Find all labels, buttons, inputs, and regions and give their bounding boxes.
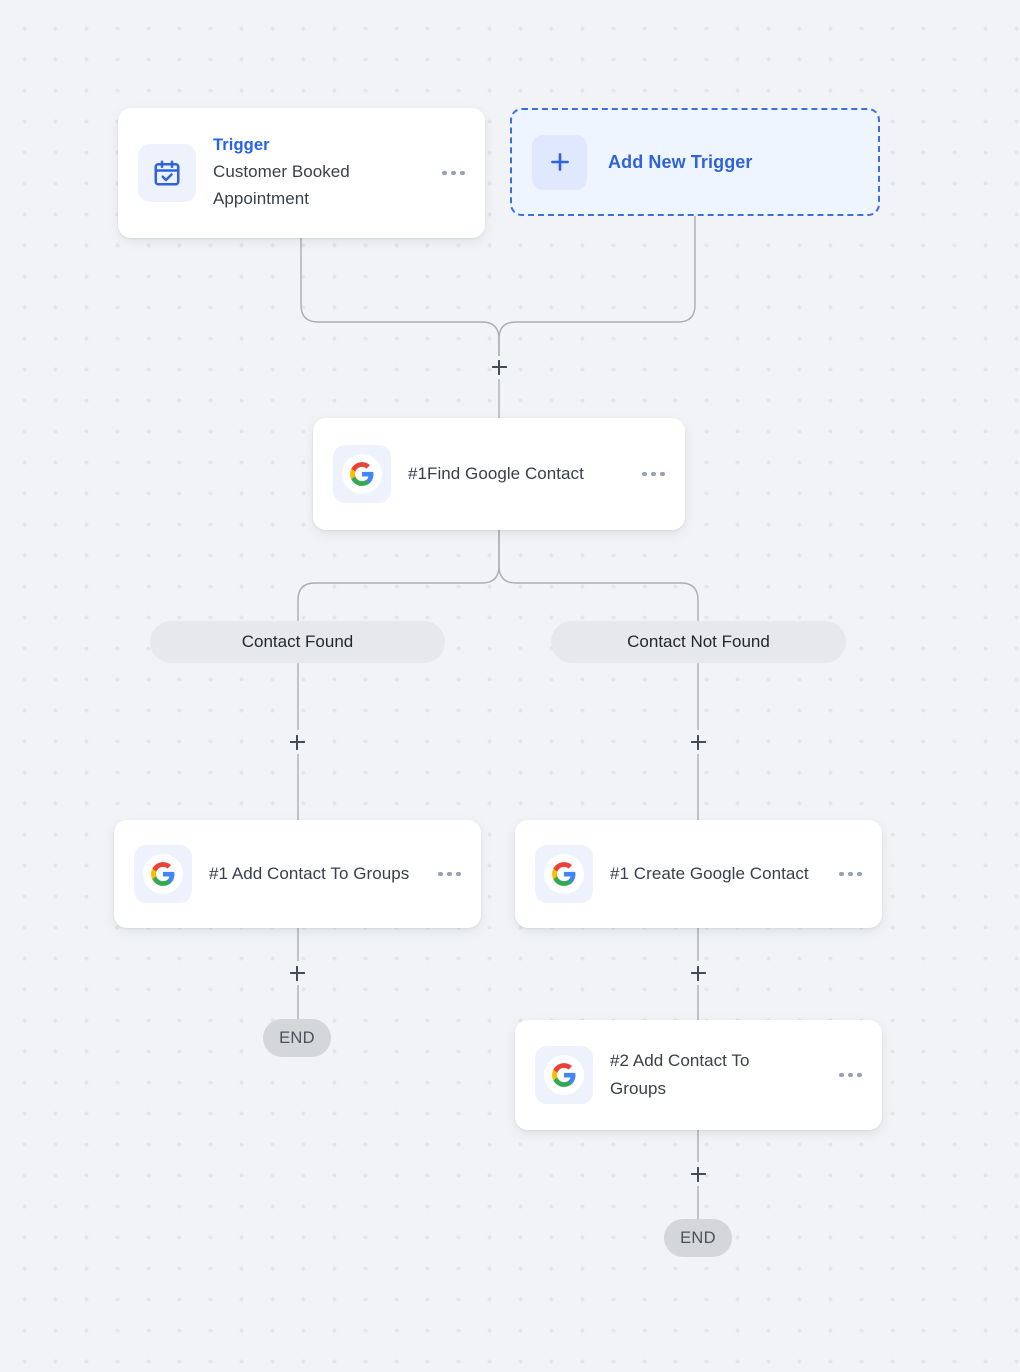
google-icon: [535, 845, 593, 903]
google-icon: [333, 445, 391, 503]
end-badge-left: END: [263, 1019, 331, 1057]
node-create-google-contact[interactable]: #1 Create Google Contact: [515, 820, 882, 928]
node-add-contact-to-groups-2[interactable]: #2 Add Contact To Groups: [515, 1020, 882, 1130]
add-step-handle-left-2[interactable]: [285, 961, 309, 985]
connector-find-to-left-branch: [297, 530, 500, 621]
add-step-handle-left-1[interactable]: [285, 730, 309, 754]
google-icon: [535, 1046, 593, 1104]
add-step-handle-main[interactable]: [487, 355, 511, 379]
node-add-contact-to-groups-1[interactable]: #1 Add Contact To Groups: [114, 820, 481, 928]
node-trigger-menu-icon[interactable]: [440, 165, 467, 182]
node-find-title: #1Find Google Contact: [408, 463, 584, 483]
node-add-contact-to-groups-1-title: #1 Add Contact To Groups: [209, 863, 410, 883]
branch-label-contact-not-found[interactable]: Contact Not Found: [551, 621, 846, 663]
connector-add-trigger-to-merge: [498, 216, 696, 356]
plus-icon: [532, 134, 587, 190]
node-add-contact-to-groups-1-body: #1 Add Contact To Groups: [209, 863, 426, 885]
node-create-google-contact-body: #1 Create Google Contact: [610, 863, 827, 885]
end-badge-right: END: [664, 1219, 732, 1257]
node-trigger-body: Trigger Customer Booked Appointment: [213, 133, 430, 213]
connector-trigger-to-merge: [300, 238, 500, 356]
node-add-contact-to-groups-2-title: #2 Add Contact To Groups: [610, 1051, 750, 1098]
node-add-contact-to-groups-1-menu-icon[interactable]: [436, 866, 463, 883]
node-create-google-contact-menu-icon[interactable]: [837, 866, 864, 883]
branch-label-contact-found[interactable]: Contact Found: [150, 621, 445, 663]
node-trigger-title: Customer Booked Appointment: [213, 161, 350, 209]
add-step-handle-right-2[interactable]: [686, 961, 710, 985]
node-trigger[interactable]: Trigger Customer Booked Appointment: [118, 108, 485, 238]
add-new-trigger-label: Add New Trigger: [608, 151, 753, 172]
node-trigger-kicker: Trigger: [213, 136, 270, 155]
connector-find-to-right-branch: [498, 530, 699, 621]
google-icon: [134, 845, 192, 903]
add-new-trigger-button[interactable]: Add New Trigger: [510, 108, 880, 216]
add-step-handle-right-3[interactable]: [686, 1162, 710, 1186]
node-find-menu-icon[interactable]: [640, 466, 667, 483]
add-step-handle-right-1[interactable]: [686, 730, 710, 754]
calendar-check-icon: [138, 144, 196, 202]
node-add-contact-to-groups-2-menu-icon[interactable]: [837, 1067, 864, 1084]
node-find-google-contact[interactable]: #1Find Google Contact: [313, 418, 685, 530]
node-find-body: #1Find Google Contact: [408, 463, 630, 485]
node-create-google-contact-title: #1 Create Google Contact: [610, 863, 809, 883]
node-add-contact-to-groups-2-body: #2 Add Contact To Groups: [610, 1047, 827, 1102]
